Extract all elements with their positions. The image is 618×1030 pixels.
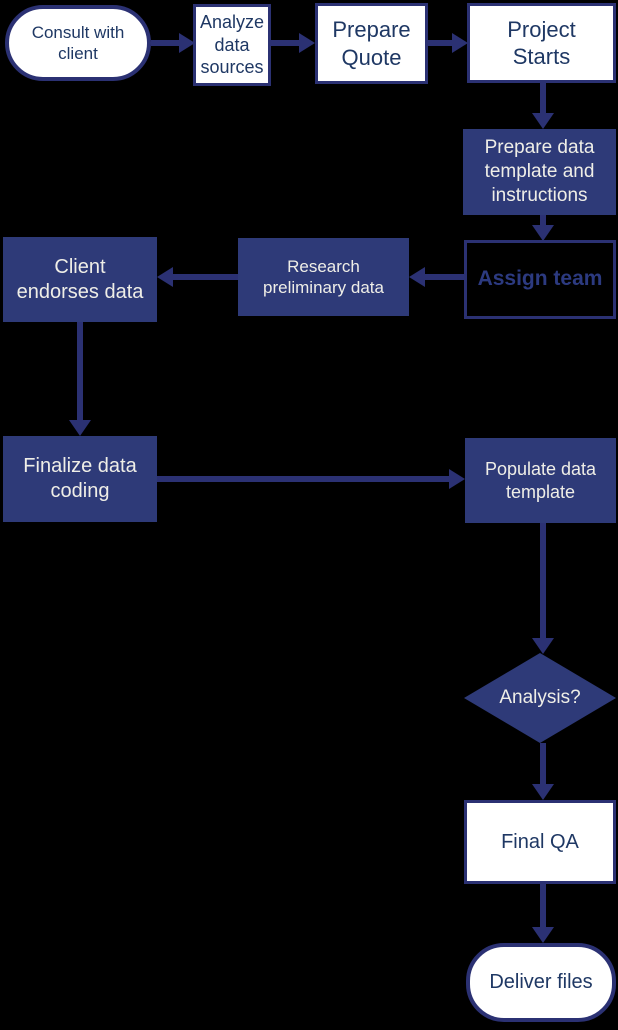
arrow-head-right-icon [452,33,468,53]
arrow-stem [425,274,464,280]
arrow-head-right-icon [299,33,315,53]
arrow-stem [540,884,546,928]
arrow-stem [77,322,83,421]
arrow-stem [540,523,546,639]
node-deliver-files: Deliver files [466,943,616,1022]
node-analysis-decision: Analysis? [464,653,616,743]
arrow-stem [173,274,238,280]
node-prepare-data-template: Prepare data template and instructions [463,129,616,215]
arrow-stem [157,476,449,482]
node-assign-team: Assign team [464,240,616,319]
node-client-endorses-data: Client endorses data [3,237,157,322]
node-finalize-data-coding: Finalize data coding [3,436,157,522]
arrow-head-down-icon [69,420,91,436]
arrow-head-down-icon [532,113,554,129]
arrow-head-down-icon [532,638,554,654]
node-analyze-data-sources: Analyze data sources [193,4,271,86]
arrow-head-down-icon [532,927,554,943]
arrow-stem [540,83,546,114]
node-prepare-quote: Prepare Quote [315,3,428,84]
arrow-head-down-icon [532,225,554,241]
arrow-head-right-icon [449,469,465,489]
node-research-preliminary-data: Research preliminary data [238,238,409,316]
node-consult-with-client: Consult with client [5,5,151,81]
arrow-stem [428,40,452,46]
arrow-head-left-icon [409,267,425,287]
arrow-stem [151,40,179,46]
arrow-stem [540,215,546,227]
arrow-head-left-icon [157,267,173,287]
arrow-head-down-icon [532,784,554,800]
node-final-qa: Final QA [464,800,616,884]
node-populate-data-template: Populate data template [465,438,616,523]
arrow-head-right-icon [179,33,195,53]
arrow-stem [540,743,546,785]
arrow-stem [271,40,299,46]
node-project-starts: Project Starts [467,3,616,83]
